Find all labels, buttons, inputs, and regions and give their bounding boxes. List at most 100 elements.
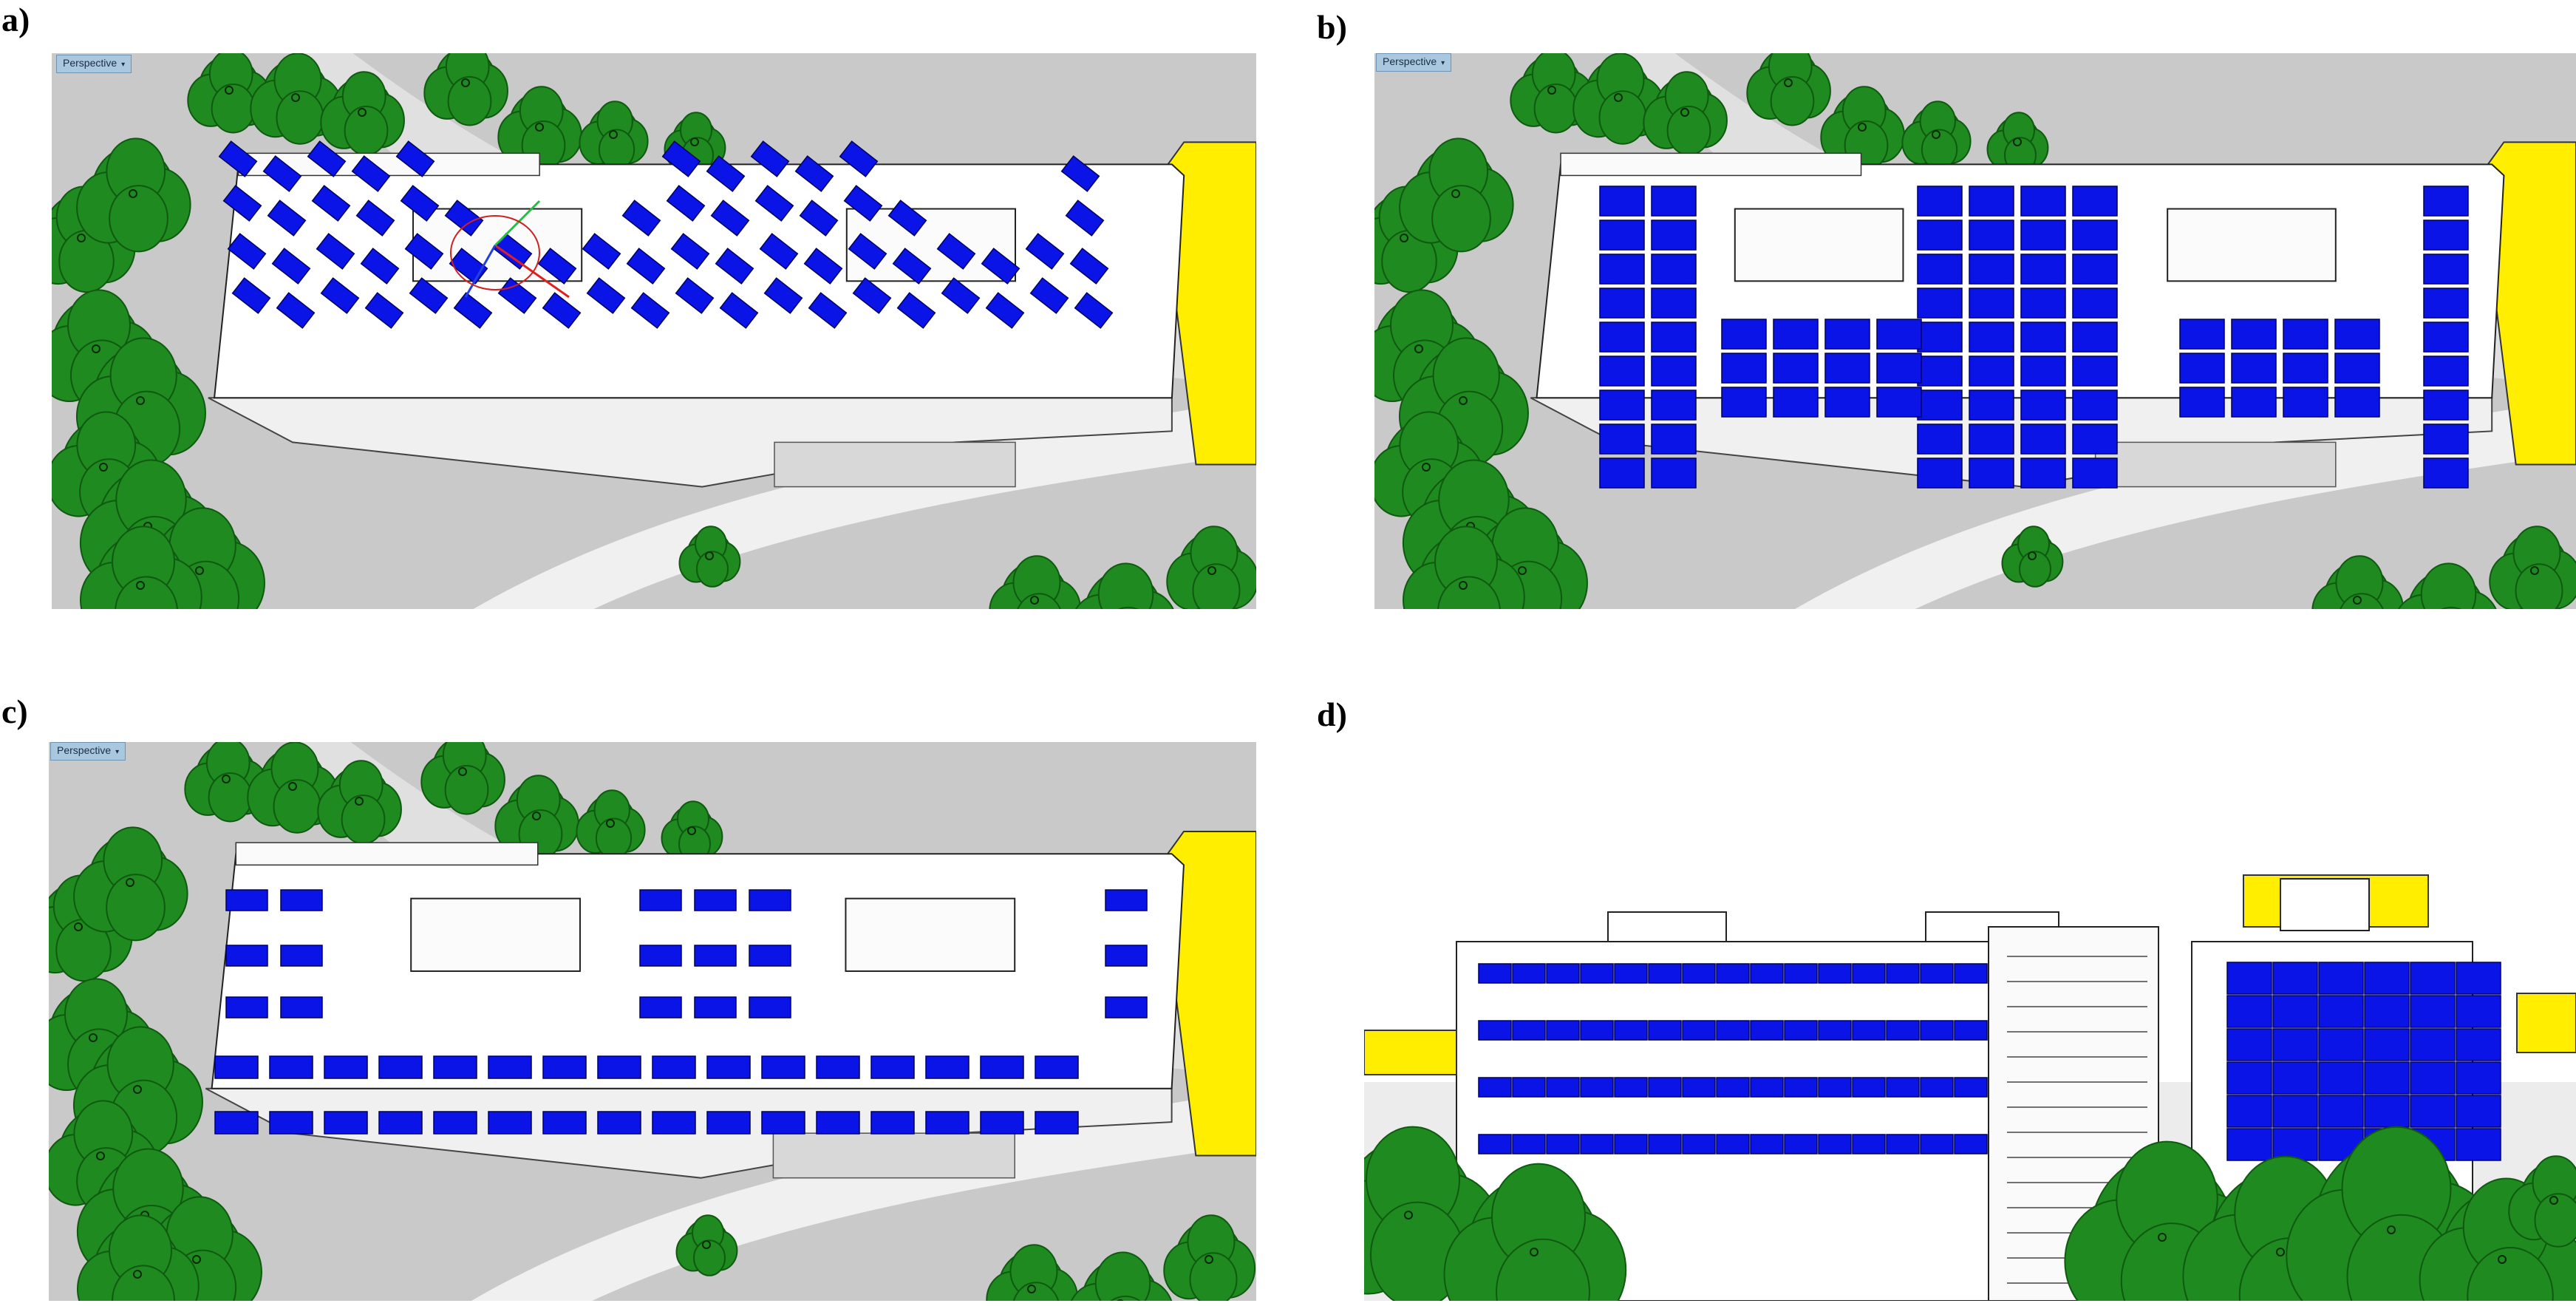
viewport-name: Perspective (57, 744, 112, 756)
tree (1443, 1163, 1627, 1301)
pv-panel (639, 945, 682, 967)
pv-panel (1824, 319, 1870, 350)
pv-panel (2423, 424, 2469, 455)
pv-panel (2072, 220, 2118, 251)
pv-panel (887, 200, 927, 237)
pv-panel (1969, 288, 2014, 319)
pv-panel (1824, 387, 1870, 418)
viewport-b[interactable]: Perspective▾ (1374, 53, 2576, 609)
pv-panel (2283, 319, 2328, 350)
panel-label-b: b) (1317, 8, 1347, 46)
pv-panel (2423, 220, 2469, 251)
pv-panel (2334, 353, 2380, 384)
tree (1166, 526, 1256, 609)
pv-panel (542, 1055, 587, 1079)
viewport-a[interactable]: Perspective▾ (52, 53, 1256, 609)
pv-panel (1886, 1077, 1920, 1098)
pv-panel (1648, 1020, 1682, 1041)
pv-panel (2231, 319, 2277, 350)
pv-panel (355, 200, 395, 237)
tree (317, 760, 402, 845)
pv-panel (1852, 1077, 1886, 1098)
pv-panel (2072, 424, 2118, 455)
pv-panel (1716, 1020, 1750, 1041)
pv-panel (630, 292, 670, 329)
pv-panel (652, 1055, 696, 1079)
pv-panel (1599, 322, 1645, 353)
pv-panel (706, 155, 746, 192)
pv-panel (1512, 963, 1546, 984)
viewport-name: Perspective (1383, 55, 1437, 67)
pv-panel (2423, 458, 2469, 489)
pv-panel (1954, 1020, 1988, 1041)
pv-panel (2231, 387, 2277, 418)
pv-panel (2020, 288, 2066, 319)
pv-panel (2318, 1028, 2364, 1061)
pv-panel (2456, 1095, 2501, 1128)
pv-panel (2410, 1095, 2456, 1128)
tree (579, 101, 649, 171)
pv-panel (2318, 1128, 2364, 1161)
viewport-perspective-dropdown[interactable]: Perspective▾ (50, 742, 126, 761)
pv-panel (1648, 963, 1682, 984)
pv-panel (1651, 186, 1697, 217)
pv-panel (816, 1111, 860, 1135)
tree (2001, 526, 2064, 588)
tree (497, 86, 582, 171)
tree (989, 555, 1082, 609)
pv-panel (2020, 356, 2066, 387)
viewport-d[interactable] (1364, 742, 2576, 1301)
pv-panel (1682, 1134, 1716, 1154)
roof-skylight (1734, 208, 1904, 282)
pv-panel (799, 200, 839, 237)
viewport-c[interactable]: Perspective▾ (49, 742, 1256, 1301)
pv-panel (710, 200, 750, 237)
tree (1572, 53, 1666, 145)
pv-panel (980, 1111, 1024, 1135)
viewport-perspective-dropdown[interactable]: Perspective▾ (1376, 53, 1452, 72)
pv-panel (2226, 1061, 2272, 1095)
pv-panel (1546, 1134, 1580, 1154)
tree (1163, 1214, 1256, 1301)
pv-panel (2020, 322, 2066, 353)
pv-panel (2283, 353, 2328, 384)
pv-panel (2020, 458, 2066, 489)
pv-panel (316, 233, 355, 270)
pv-panel (2423, 186, 2469, 217)
pv-panel (1682, 963, 1716, 984)
viewport-perspective-dropdown[interactable]: Perspective▾ (56, 55, 132, 73)
tree (1986, 112, 2049, 174)
pv-panel (2020, 254, 2066, 285)
pv-panel (892, 248, 932, 285)
tree (1510, 53, 1595, 134)
pv-panel (1818, 1134, 1852, 1154)
pv-panel (269, 1055, 313, 1079)
scene-a (52, 53, 1256, 609)
pv-panel (715, 248, 754, 285)
pv-panel (980, 1055, 1024, 1079)
pv-panel (404, 233, 444, 270)
pv-panel (2226, 1095, 2272, 1128)
roof-skylight (2167, 208, 2337, 282)
pv-panel (1917, 424, 1963, 455)
pv-panel (597, 1111, 641, 1135)
pv-panel (1599, 288, 1645, 319)
pv-panel (2423, 288, 2469, 319)
pv-panel (1614, 963, 1648, 984)
pv-panel (280, 889, 323, 911)
pv-panel (2272, 1128, 2318, 1161)
pv-panel (666, 185, 706, 222)
tree (2489, 526, 2576, 609)
pv-panel (378, 1111, 423, 1135)
roof-skylight (845, 897, 1016, 972)
tree (2508, 1155, 2576, 1248)
gizmo-axes-icon (450, 200, 570, 299)
pv-panel (1920, 1134, 1954, 1154)
pv-panel (225, 996, 268, 1018)
pv-panel (661, 140, 701, 177)
pv-panel (1920, 963, 1954, 984)
panel-label-a: a) (1, 1, 30, 38)
pv-panel (2456, 995, 2501, 1028)
pv-panel (626, 248, 666, 285)
pv-panel (1651, 288, 1697, 319)
